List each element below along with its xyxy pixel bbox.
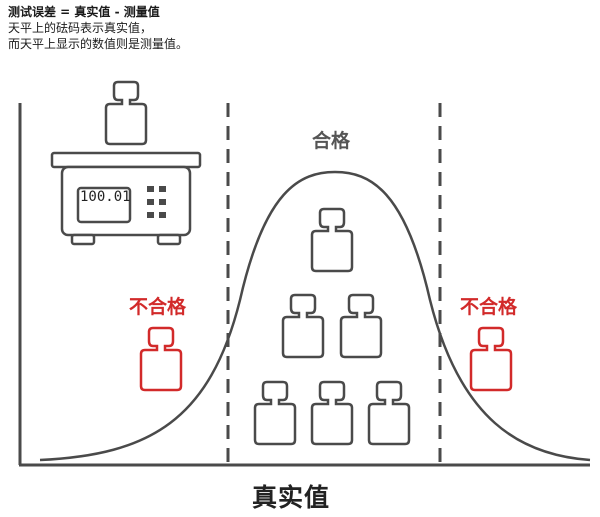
explanation-note: 测试误差 = 真实值 - 测量值 天平上的砝码表示真实值， 而天平上显示的数值则… [8, 4, 188, 52]
weight-icon-pass-4 [253, 380, 297, 446]
weight-icon-fail-left [139, 326, 183, 392]
scale-readout: 100.01 [80, 189, 131, 205]
weight-icon-pass-3 [339, 293, 383, 359]
x-axis-title: 真实值 [252, 483, 331, 512]
weight-icon-pass-5 [310, 380, 354, 446]
weight-icon-pass-6 [367, 380, 411, 446]
fail-label-right: 不合格 [460, 296, 518, 318]
formula-title: 测试误差 = 真实值 - 测量值 [8, 5, 160, 19]
weight-icon-pass-2 [281, 293, 325, 359]
pass-label: 合格 [312, 130, 351, 152]
note-line-2: 而天平上显示的数值则是测量值。 [8, 37, 189, 51]
balance-scale-icon [50, 80, 202, 246]
weight-icon-pass-1 [310, 207, 354, 273]
fail-label-left: 不合格 [129, 296, 187, 318]
weight-icon-fail-right [469, 326, 513, 392]
distribution-curve [39, 170, 591, 462]
note-line-1: 天平上的砝码表示真实值， [8, 21, 153, 35]
